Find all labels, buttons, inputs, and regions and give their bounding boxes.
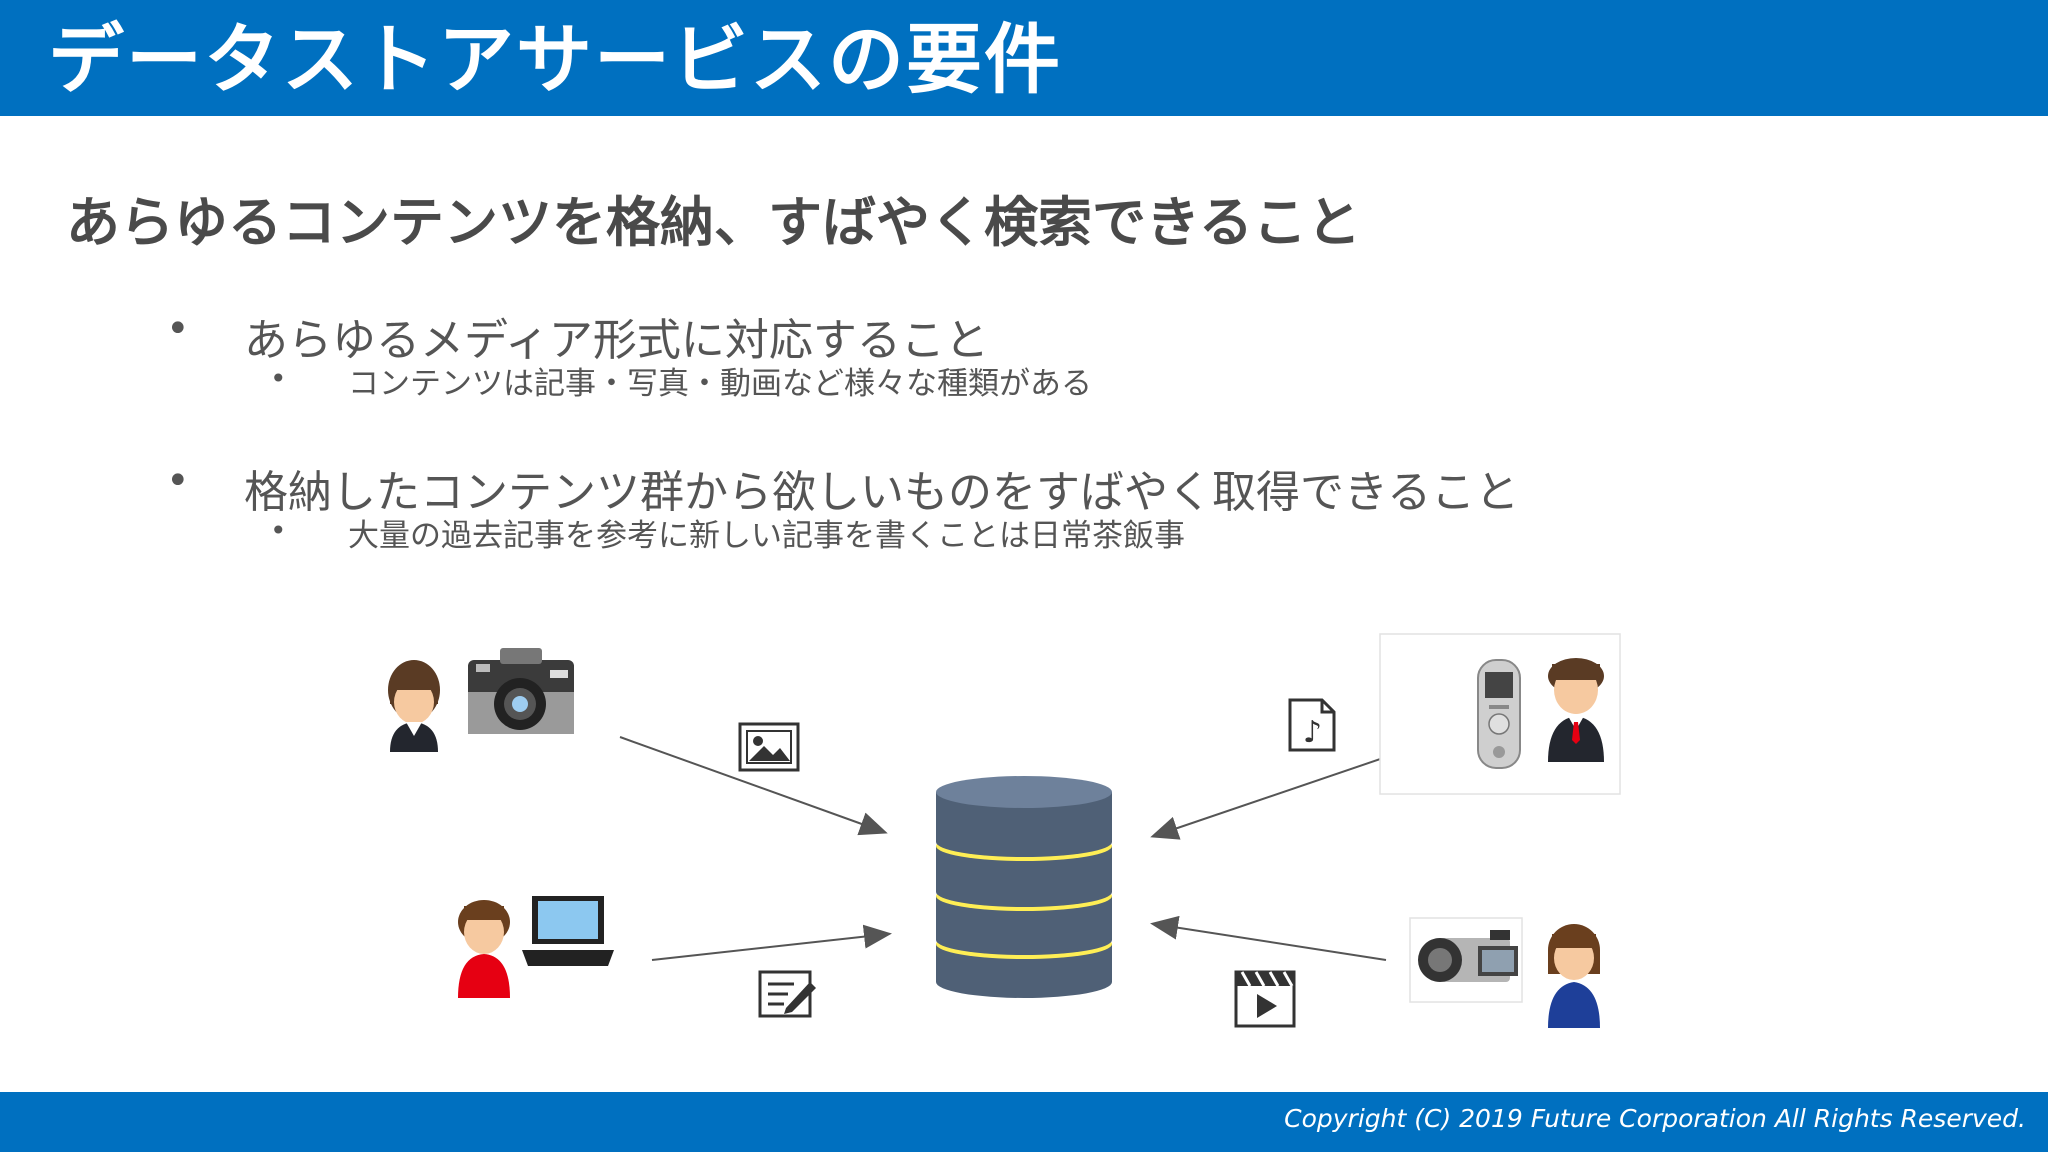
bullet-2-sub: 大量の過去記事を参考に新しい記事を書くことは日常茶飯事 [348, 518, 1185, 554]
bullet-dot: • [166, 306, 190, 352]
copyright-text: Copyright (C) 2019 Future Corporation Al… [1284, 1104, 2026, 1133]
person-child-icon [458, 900, 510, 998]
arrow-photo [619, 736, 888, 836]
slide-title: データストアサービスの要件 [48, 15, 1062, 104]
database-icon [936, 776, 1112, 998]
arrow-article [651, 924, 892, 961]
person-woman-icon [388, 660, 440, 752]
title-bar: データストアサービスの要件 [0, 0, 2048, 116]
bullet-dot: • [166, 458, 190, 504]
bullet-1: あらゆるメディア形式に対応すること [244, 315, 989, 366]
arrow-video [1150, 915, 1387, 961]
person-woman-blue-icon [1548, 924, 1600, 1028]
music-note-icon: ♪ [1303, 715, 1322, 750]
laptop-icon [522, 896, 614, 966]
music-file-icon [1288, 698, 1336, 752]
voice-recorder-icon [1477, 659, 1521, 769]
camera-icon [468, 648, 574, 734]
footer-bar: Copyright (C) 2019 Future Corporation Al… [0, 1092, 2048, 1152]
slide-subtitle: あらゆるコンテンツを格納、すばやく検索できること [66, 191, 1361, 254]
movie-clapper-icon [1234, 970, 1296, 1028]
bullet-2: 格納したコンテンツ群から欲しいものをすばやく取得できること [244, 467, 1520, 518]
image-icon [738, 722, 800, 772]
edit-icon [758, 970, 816, 1018]
bullet-1-sub: コンテンツは記事・写真・動画など様々な種類がある [348, 366, 1092, 402]
sub-bullet-dot: • [270, 514, 287, 547]
sub-bullet-dot: • [270, 362, 287, 395]
video-camera-icon [1409, 917, 1523, 1003]
person-man-icon [1548, 658, 1604, 762]
